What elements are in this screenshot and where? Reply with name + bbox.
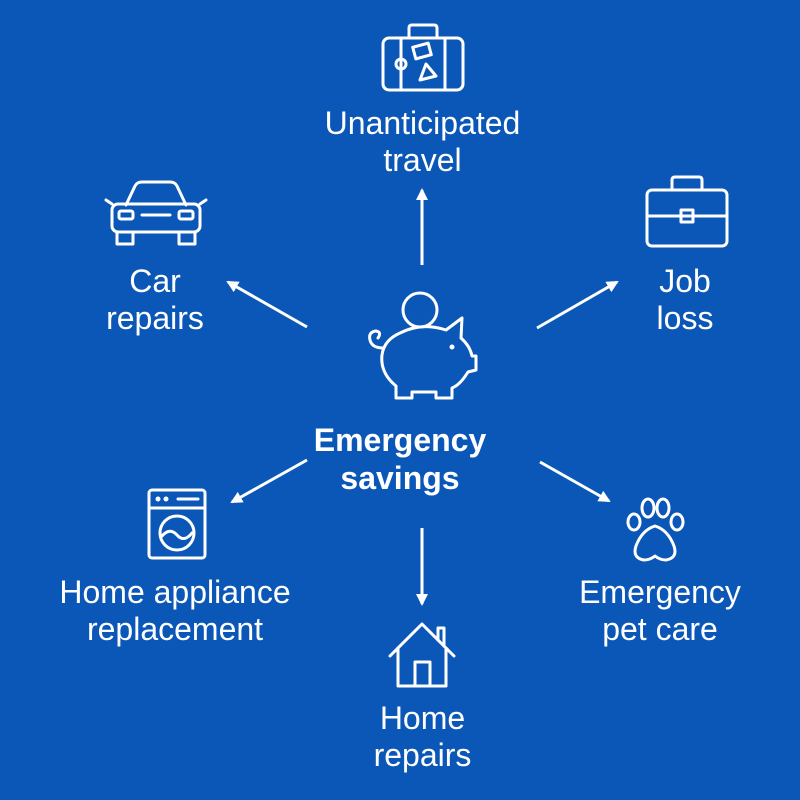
node-label-pet-care: Emergency pet care (560, 574, 760, 648)
suitcase-icon (381, 23, 465, 92)
node-label-home-repairs-line1: Home (379, 700, 466, 736)
arrow-to-car-repairs (226, 280, 308, 329)
node-label-car-repairs-line1: Car (129, 263, 181, 299)
center-label-line2: savings (340, 460, 460, 496)
node-label-travel: Unanticipated travel (300, 105, 545, 179)
arrow-to-appliance (230, 458, 308, 504)
node-label-travel-line1: Unanticipated (324, 105, 521, 141)
arrow-to-job-loss (536, 280, 619, 330)
car-icon (104, 180, 208, 246)
node-label-job-loss-line2: loss (656, 300, 714, 336)
arrow-to-pet-care (539, 460, 611, 503)
node-label-pet-care-line2: pet care (602, 611, 718, 647)
center-label: Emergency savings (300, 421, 500, 497)
node-label-appliance-line1: Home appliance (59, 574, 291, 610)
piggy-bank-icon (368, 291, 478, 400)
paw-print-icon (626, 497, 685, 562)
node-label-job-loss-line1: Job (659, 263, 711, 299)
washing-machine-icon (147, 488, 207, 560)
node-label-home-repairs-line2: repairs (373, 737, 472, 773)
node-label-travel-line2: travel (383, 142, 462, 178)
node-label-appliance-line2: replacement (86, 611, 264, 647)
briefcase-icon (645, 175, 729, 248)
node-label-appliance: Home appliance replacement (30, 574, 320, 648)
node-label-pet-care-line1: Emergency (579, 574, 741, 610)
node-label-car-repairs-line2: repairs (106, 300, 204, 336)
node-label-job-loss: Job loss (625, 263, 745, 337)
node-label-home-repairs: Home repairs (340, 700, 505, 774)
center-label-line1: Emergency (313, 422, 487, 458)
house-icon (388, 622, 456, 688)
node-label-car-repairs: Car repairs (80, 263, 230, 337)
